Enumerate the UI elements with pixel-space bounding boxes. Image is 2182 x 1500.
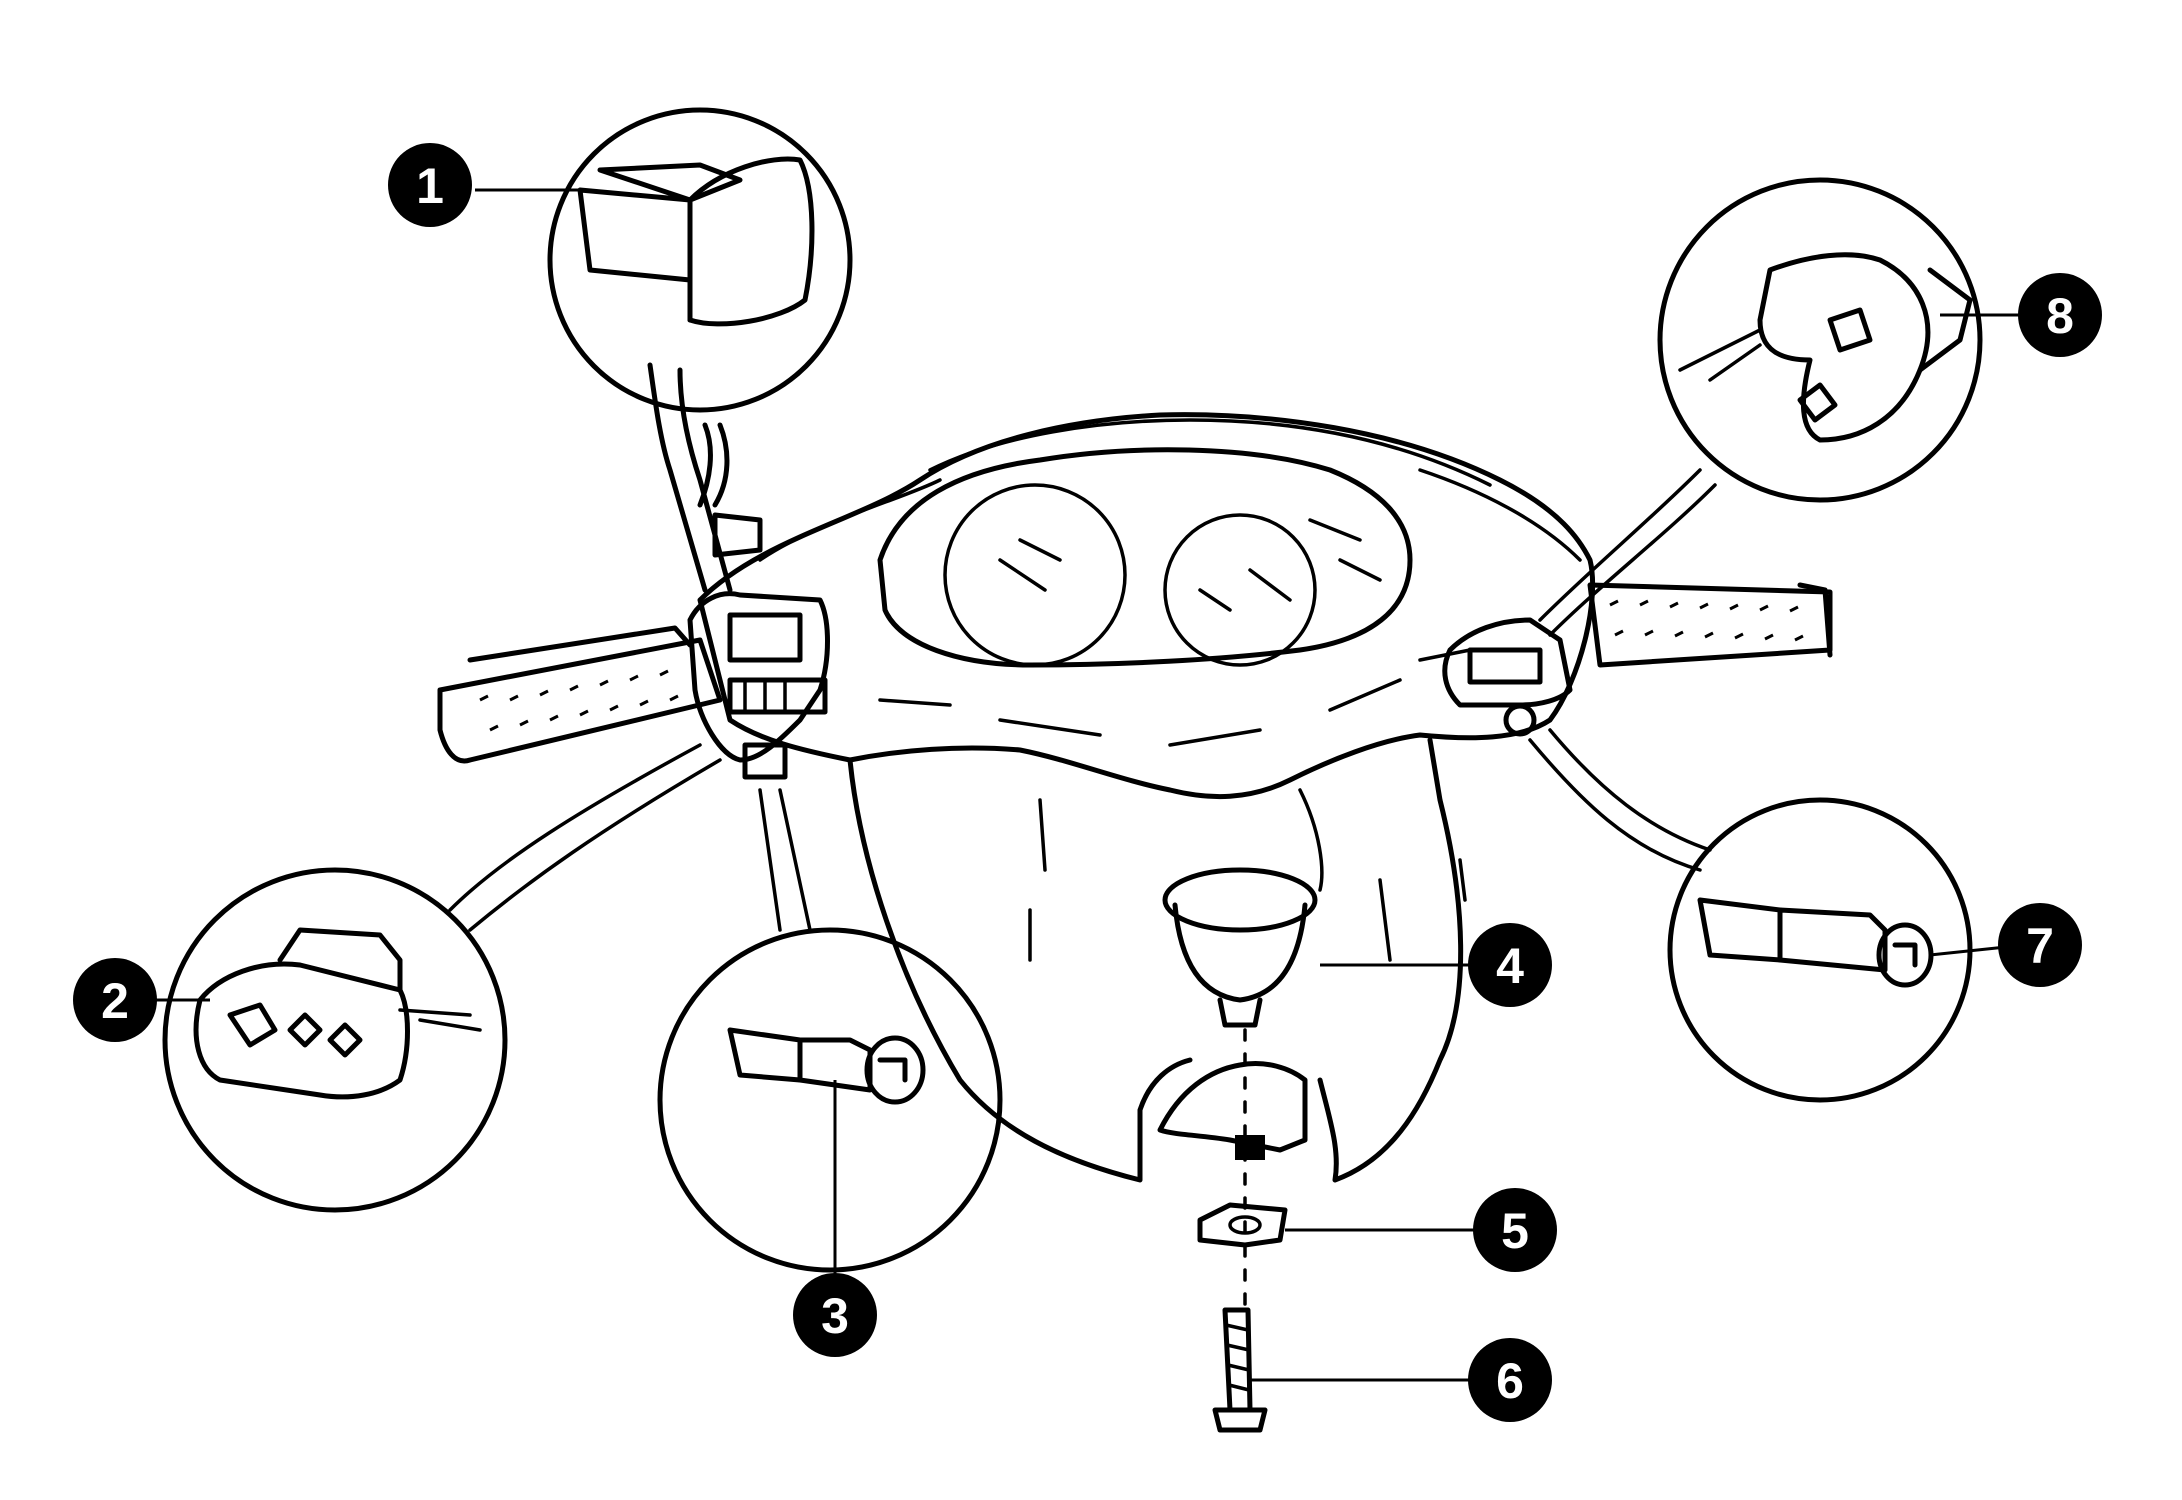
callout-8: 8 xyxy=(2018,273,2102,357)
instrument-cluster xyxy=(877,447,1413,668)
left-switch-housing xyxy=(687,591,830,763)
callout-8-label: 8 xyxy=(2046,288,2074,344)
detail-circle-3 xyxy=(657,788,1003,1273)
callout-4: 4 xyxy=(1468,923,1552,1007)
starter-switch xyxy=(1467,647,1543,685)
leader-lines xyxy=(155,188,2026,1382)
right-grip xyxy=(1587,582,1833,668)
handlebar-assembly xyxy=(437,412,1833,1183)
callout-2-circle xyxy=(73,958,157,1042)
front-brake-light-switch xyxy=(742,742,788,780)
bolt xyxy=(1212,1307,1268,1433)
callout-7-label: 7 xyxy=(2026,918,2054,974)
callout-5-label: 5 xyxy=(1501,1203,1529,1259)
lower-mount xyxy=(1157,1060,1308,1153)
callout-6-label: 6 xyxy=(1496,1353,1524,1409)
callout-3-label: 3 xyxy=(821,1288,849,1344)
left-grip xyxy=(437,637,723,764)
callout-4-label: 4 xyxy=(1496,938,1524,994)
callout-2-label: 2 xyxy=(101,973,129,1029)
callout-7-circle xyxy=(1998,903,2082,987)
callout-8-circle xyxy=(2018,273,2102,357)
nut xyxy=(1197,1202,1288,1248)
horn-switch xyxy=(727,612,803,663)
callout-7: 7 xyxy=(1998,903,2082,987)
callout-1-label: 1 xyxy=(416,158,444,214)
horn xyxy=(1162,867,1318,1028)
callout-6: 6 xyxy=(1468,1338,1552,1422)
callout-1: 1 xyxy=(388,143,472,227)
callout-5-circle xyxy=(1473,1188,1557,1272)
callout-2: 2 xyxy=(73,958,157,1042)
left-handlebar-switch xyxy=(727,677,828,715)
rear-brake-light-switch xyxy=(1503,703,1537,737)
speedometer xyxy=(943,483,1127,667)
front-leg-shield xyxy=(847,737,1464,1183)
detail-circle-8 xyxy=(1538,177,1983,637)
callout-5: 5 xyxy=(1473,1188,1557,1272)
callout-3-circle xyxy=(793,1273,877,1357)
callout-6-circle xyxy=(1468,1338,1552,1422)
callout-3: 3 xyxy=(793,1273,877,1357)
right-switch-housing xyxy=(1442,617,1573,708)
detail-circle-2 xyxy=(162,743,722,1213)
detail-circle-1 xyxy=(547,107,853,593)
fuel-gauge xyxy=(1163,513,1317,667)
callout-1-circle xyxy=(388,143,472,227)
callout-4-circle xyxy=(1468,923,1552,1007)
detail-circle-7 xyxy=(1528,728,1973,1103)
handlebar-cover xyxy=(697,412,1596,800)
